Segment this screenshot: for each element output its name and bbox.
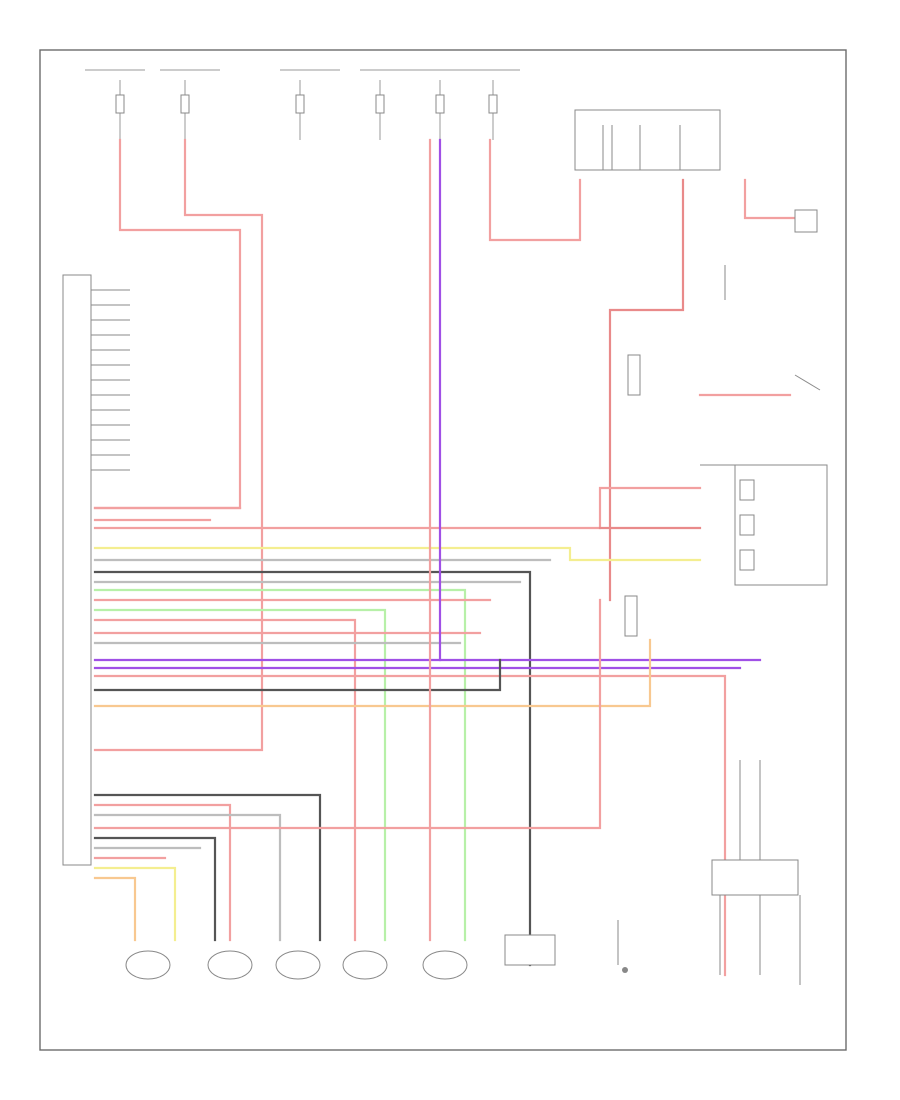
wheel-sensors (125, 934, 556, 980)
combination-meter (700, 464, 828, 586)
diagram-frame (39, 49, 847, 1051)
lower-wires (93, 598, 602, 942)
horizontal-wires (93, 486, 762, 977)
vertical-red-wires (93, 138, 685, 752)
ecu-connector-block (62, 274, 130, 866)
top-fuses (85, 69, 520, 140)
top-right-module (574, 109, 818, 233)
lower-right-module (711, 760, 801, 985)
ground-symbol (617, 920, 628, 973)
relays (624, 265, 821, 637)
